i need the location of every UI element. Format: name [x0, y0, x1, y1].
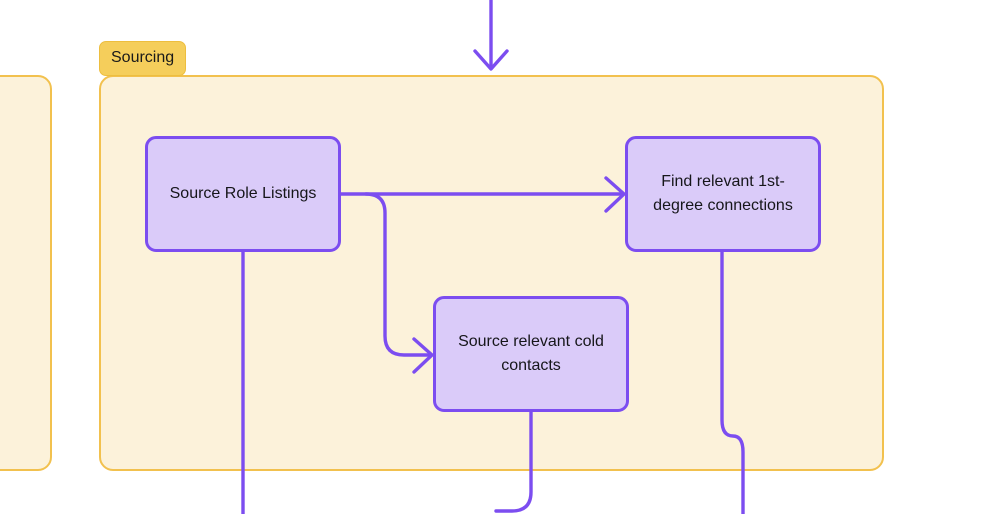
edge-incoming-top-arrowhead-icon	[473, 49, 509, 71]
node-find-relevant-first-degree-connections-label: Find relevant 1st-degree connections	[653, 172, 793, 214]
group-container-adjacent-partial[interactable]	[0, 75, 52, 471]
node-source-relevant-cold-contacts-label: Source relevant cold contacts	[458, 332, 604, 374]
node-source-relevant-cold-contacts[interactable]: Source relevant cold contacts	[433, 296, 629, 412]
node-find-relevant-first-degree-connections[interactable]: Find relevant 1st-degree connections	[625, 136, 821, 252]
node-source-role-listings[interactable]: Source Role Listings	[145, 136, 341, 252]
node-source-role-listings-label: Source Role Listings	[169, 184, 317, 202]
group-label-sourcing[interactable]: Sourcing	[99, 41, 187, 76]
